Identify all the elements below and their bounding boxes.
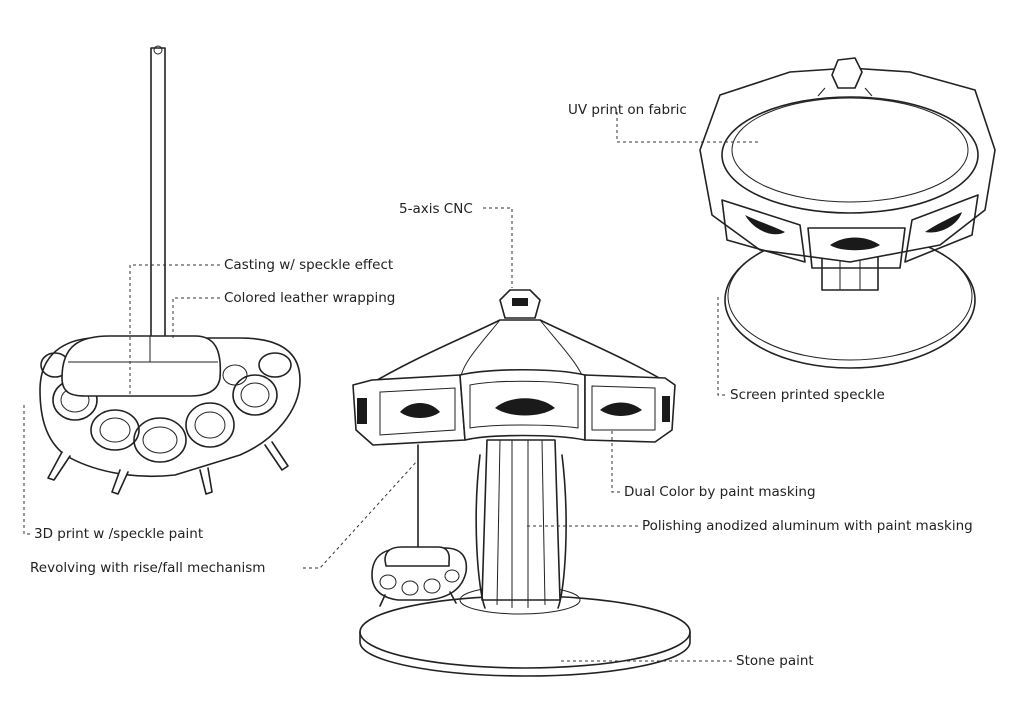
stone-base — [359, 585, 691, 677]
label-screen-printed: Screen printed speckle — [730, 387, 885, 403]
label-uv-print: UV print on fabric — [568, 102, 687, 118]
small-seat — [371, 546, 468, 607]
leader-lines — [23, 112, 760, 662]
label-dual-color: Dual Color by paint masking — [624, 484, 816, 500]
label-five-axis-cnc: 5-axis CNC — [399, 201, 473, 217]
canopy-detail-illustration — [699, 57, 996, 369]
speckle-seat — [39, 335, 301, 495]
aluminum-column — [475, 439, 567, 609]
canopy-roof — [371, 289, 669, 384]
label-casting-speckle: Casting w/ speckle effect — [224, 257, 394, 273]
vertical-pole — [150, 45, 166, 349]
label-colored-leather: Colored leather wrapping — [224, 290, 396, 306]
label-stone-paint: Stone paint — [736, 653, 814, 669]
label-revolving: Revolving with rise/fall mechanism — [30, 560, 266, 576]
label-polishing: Polishing anodized aluminum with paint m… — [642, 518, 973, 534]
carousel-illustration — [352, 289, 691, 677]
label-3d-print: 3D print w /speckle paint — [34, 526, 204, 542]
canopy-panels — [352, 368, 676, 446]
seat-with-pole-illustration — [39, 45, 301, 495]
